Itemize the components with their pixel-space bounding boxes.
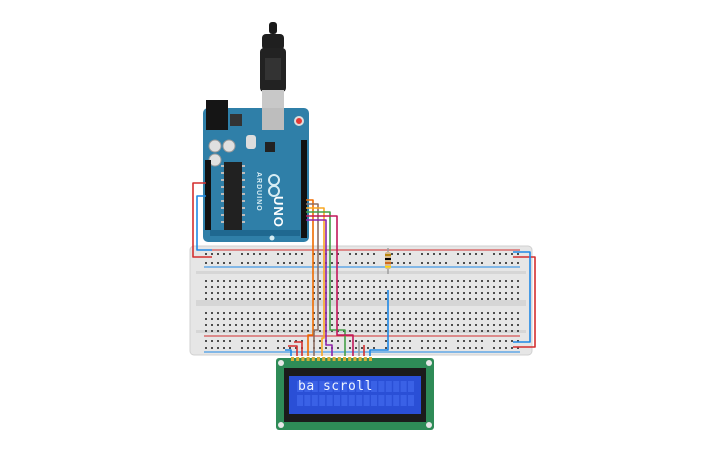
wire-rail-blue-right bbox=[513, 251, 531, 343]
wire-yellow bbox=[306, 207, 325, 356]
wire-brown bbox=[306, 203, 319, 356]
reset-button[interactable] bbox=[294, 116, 304, 126]
wire-rail-red-right bbox=[513, 256, 536, 348]
lcd-module[interactable] bbox=[276, 357, 434, 430]
resistor[interactable] bbox=[385, 248, 391, 274]
power-header[interactable] bbox=[205, 160, 211, 230]
wire-magenta bbox=[306, 215, 354, 356]
wire-blue-resistor bbox=[369, 290, 389, 356]
wire-power-left bbox=[192, 182, 212, 258]
wire-ground-left bbox=[196, 195, 212, 251]
digital-header[interactable] bbox=[301, 140, 307, 238]
wire-group[interactable] bbox=[192, 182, 536, 356]
arduino-board[interactable] bbox=[203, 100, 309, 242]
usb-cable[interactable] bbox=[260, 22, 286, 114]
lcd-pin-header[interactable] bbox=[291, 357, 372, 361]
lcd-display-text: ba scroll bbox=[298, 379, 373, 394]
wire-orange bbox=[306, 199, 314, 356]
arduino-brand-label: ARDUINO bbox=[255, 172, 262, 212]
wire-green bbox=[306, 211, 346, 356]
wire-lcd-red-1 bbox=[288, 345, 298, 356]
wire-purple bbox=[306, 219, 333, 356]
arduino-model-label: UNO bbox=[271, 196, 286, 228]
wire-lcd-blue bbox=[285, 349, 292, 356]
breadboard-holes bbox=[205, 253, 519, 349]
power-jack bbox=[206, 100, 228, 130]
wire-lcd-red-2 bbox=[294, 341, 303, 356]
atmega-chip bbox=[224, 162, 242, 234]
lcd-cells bbox=[297, 381, 414, 406]
arduino-logo-icon bbox=[268, 174, 280, 197]
breadboard[interactable] bbox=[189, 245, 533, 356]
